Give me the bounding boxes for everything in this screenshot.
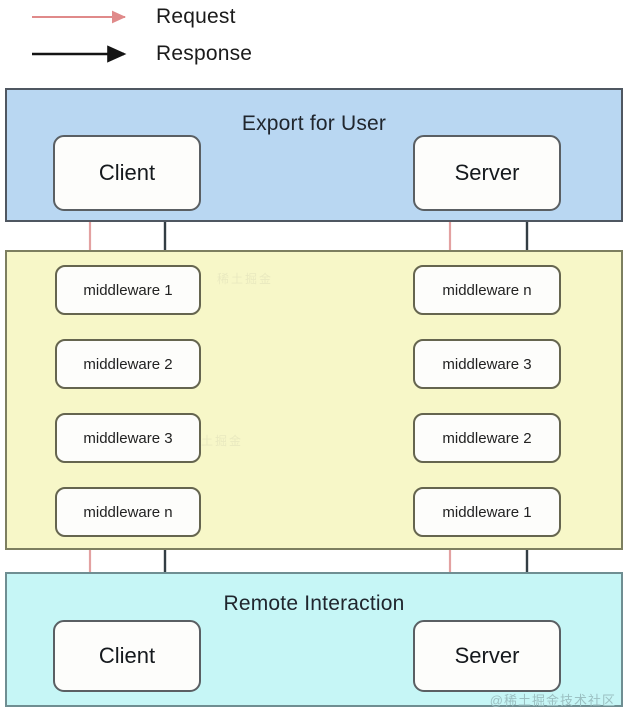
node-middleware-left-1[interactable]: middleware 1 [55,265,201,315]
node-label: Server [454,160,520,185]
node-middleware-left-3[interactable]: middleware 3 [55,413,201,463]
panel-export-title: Export for User [241,112,387,135]
node-label: middleware n [442,281,532,299]
node-server-top[interactable]: Server [413,135,561,211]
node-middleware-right-1[interactable]: middleware n [413,265,561,315]
node-label: middleware 1 [83,281,173,299]
node-label: middleware 2 [83,355,173,373]
response-arrow-icon [30,43,134,65]
node-middleware-left-4[interactable]: middleware n [55,487,201,537]
node-middleware-right-3[interactable]: middleware 2 [413,413,561,463]
node-label: middleware 3 [83,429,173,447]
node-server-bottom[interactable]: Server [413,620,561,692]
legend-item-request: Request [30,5,236,29]
legend-item-response: Response [30,42,252,66]
legend-label-request: Request [156,5,236,28]
node-label: middleware 2 [442,429,532,447]
legend-label-response: Response [156,42,253,65]
panel-remote-title: Remote Interaction [223,592,405,615]
node-label: middleware 1 [442,503,532,521]
node-middleware-left-2[interactable]: middleware 2 [55,339,201,389]
node-label: Server [454,643,520,668]
site-watermark: @稀土掘金技术社区 [489,693,616,708]
node-label: Client [98,643,156,668]
node-client-bottom[interactable]: Client [53,620,201,692]
node-client-top[interactable]: Client [53,135,201,211]
node-label: middleware n [83,503,173,521]
node-middleware-right-4[interactable]: middleware 1 [413,487,561,537]
ghost-watermark: 稀土掘金 [217,272,274,286]
node-label: middleware 3 [442,355,532,373]
node-label: Client [98,160,156,185]
request-arrow-icon [30,6,134,28]
node-middleware-right-2[interactable]: middleware 3 [413,339,561,389]
